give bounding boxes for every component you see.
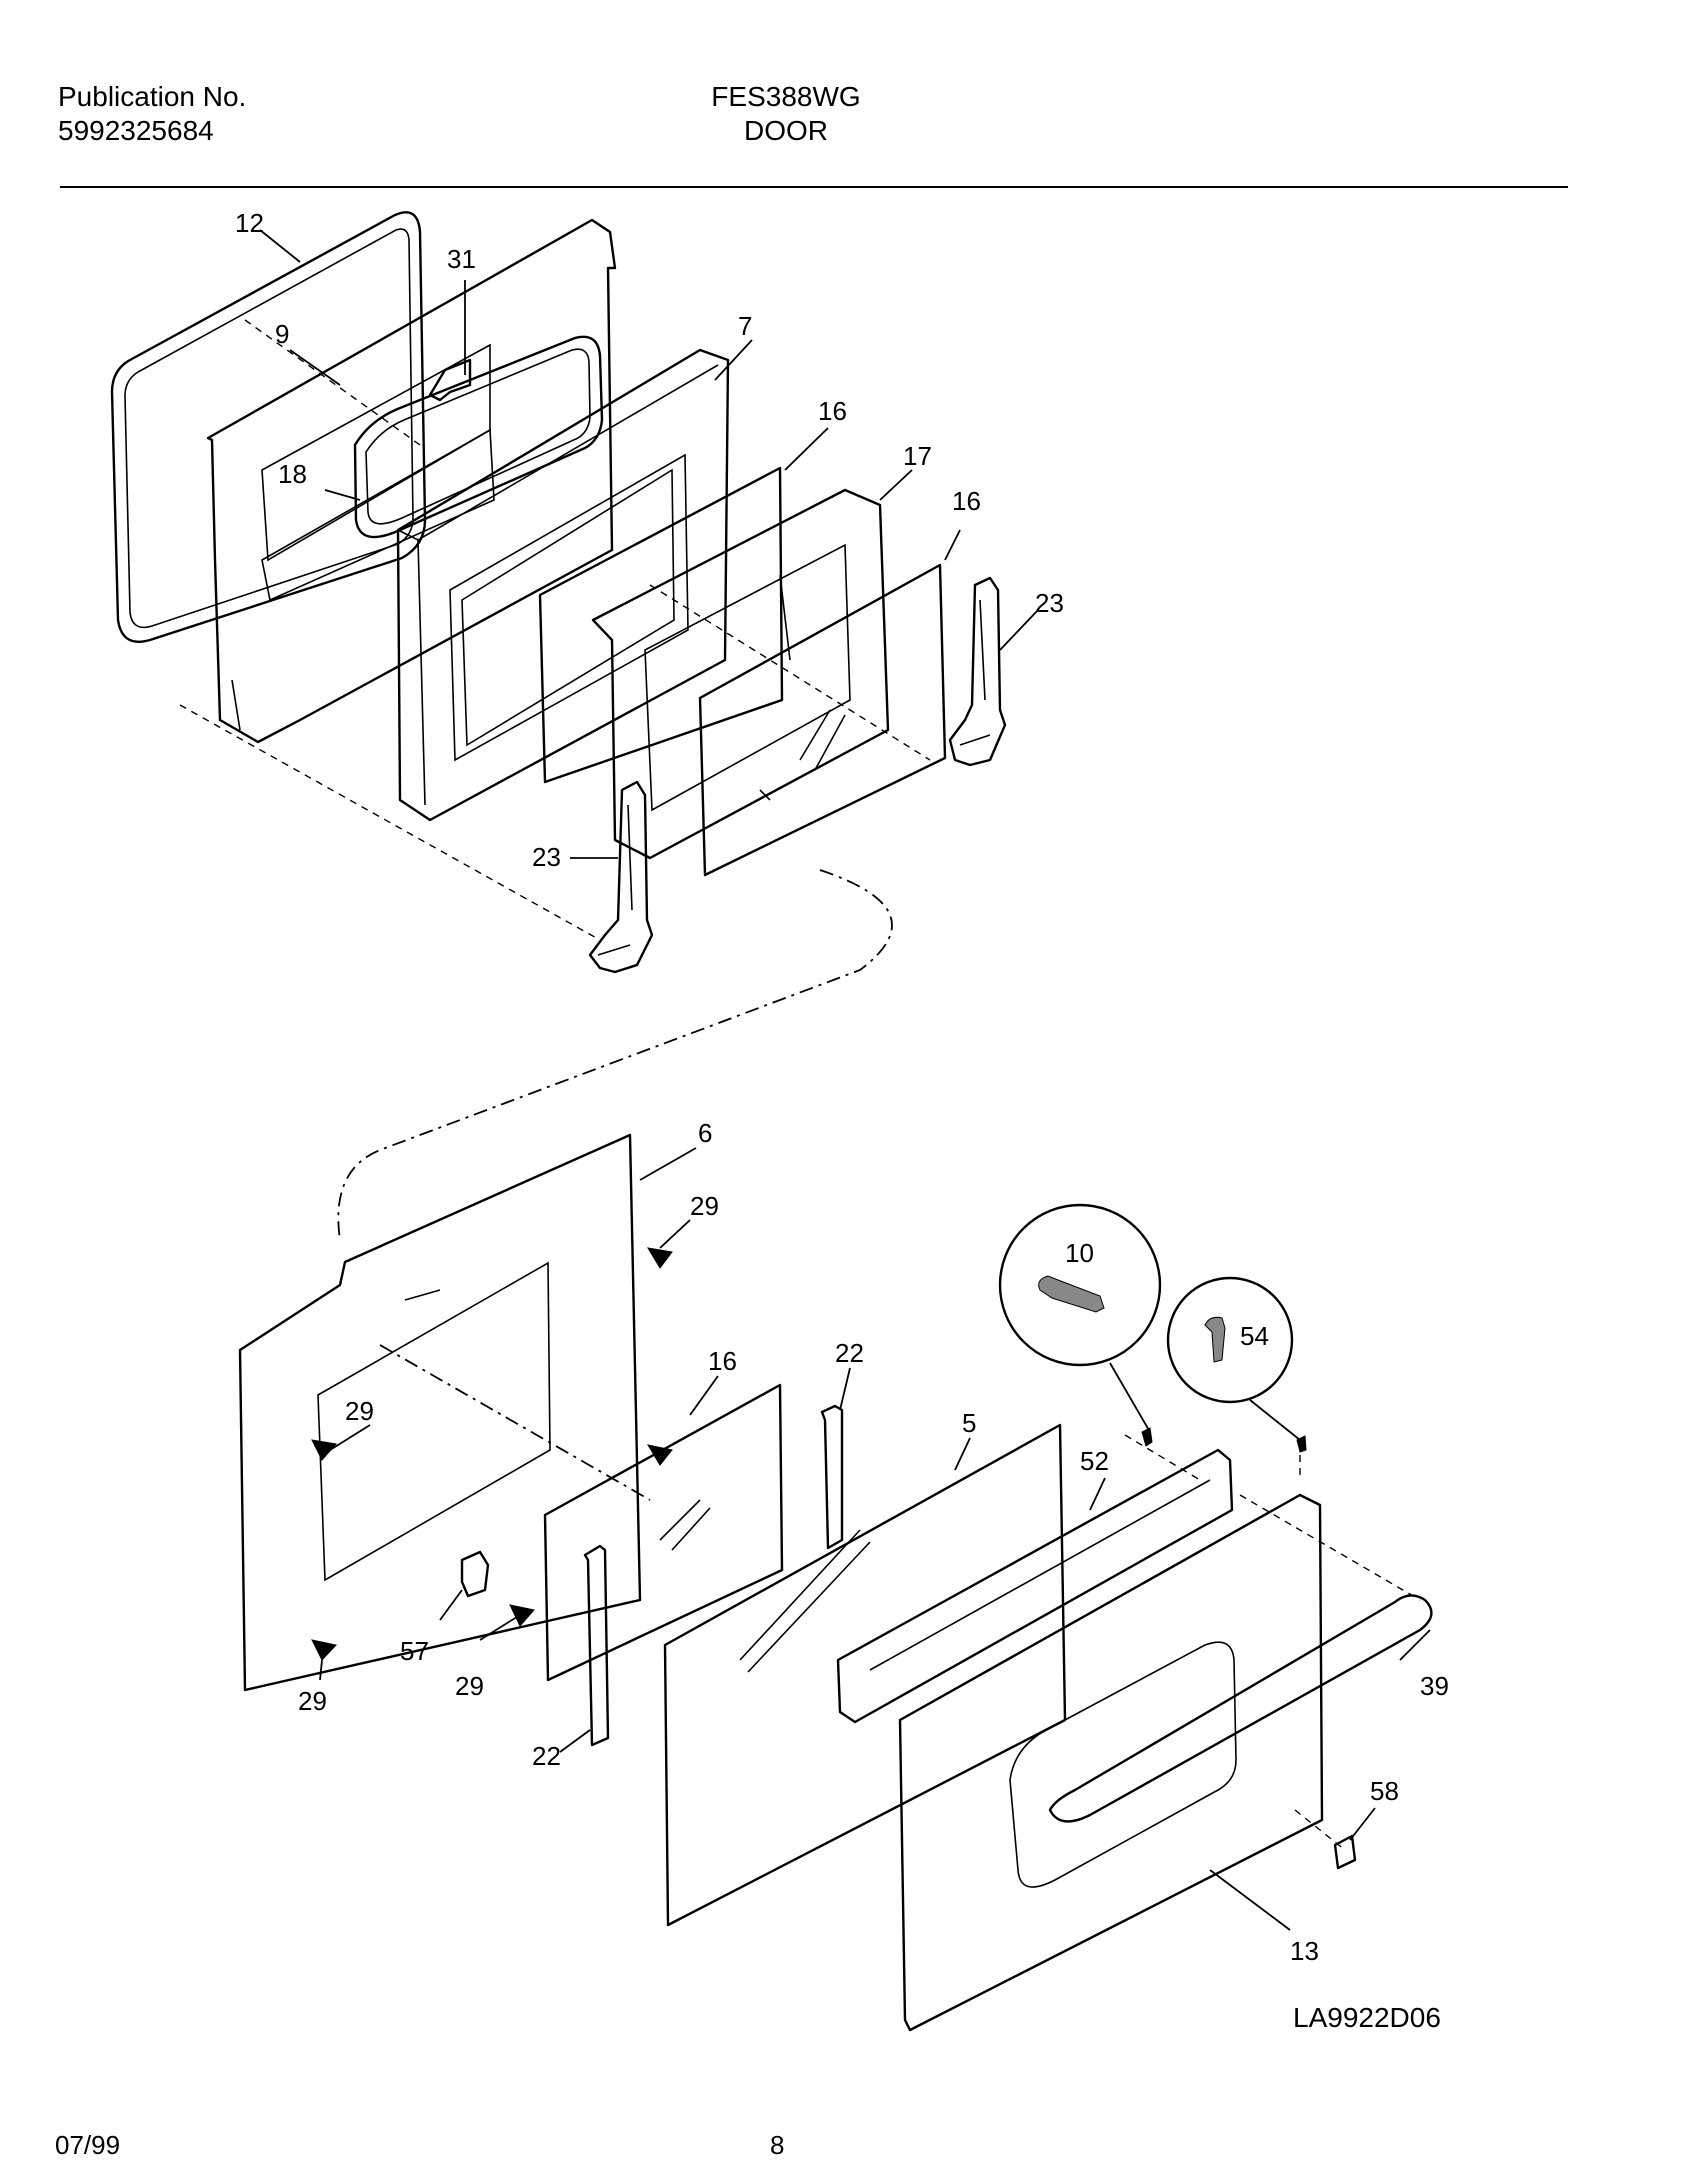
callout-16-upper-left: 16 [818,396,847,426]
part-16-glass-upper-left [538,466,784,784]
part-6-door-panel [238,1133,642,1692]
page-number: 8 [770,2130,785,2160]
callout-31: 31 [447,244,476,274]
part-16-glass-lower [543,1383,784,1682]
callout-54: 54 [1240,1321,1269,1351]
diagram-code: LA9922D06 [1293,2002,1441,2033]
publication-number: 5992325684 [58,115,214,146]
header-rule [60,186,1568,188]
part-9-door-liner [206,218,617,744]
callout-7: 7 [738,311,752,341]
part-31-bracket [428,358,472,402]
callout-52: 52 [1080,1446,1109,1476]
part-23-hinge-right [948,576,1007,767]
callout-29-bottom-right: 29 [455,1671,484,1701]
footer-date: 07/99 [55,2130,121,2160]
callout-23-left: 23 [532,842,561,872]
section-title: DOOR [744,115,828,146]
screw-small-1 [1141,1427,1153,1447]
part-10-screw-detail [998,1203,1162,1367]
callout-57: 57 [400,1636,429,1666]
part-16-glass-upper-right [698,563,947,877]
callout-5: 5 [962,1408,976,1438]
callout-17: 17 [903,441,932,471]
callout-23-right: 23 [1035,588,1064,618]
callout-29-top: 29 [690,1191,719,1221]
callout-18: 18 [278,459,307,489]
part-18-window-seal [353,335,604,539]
part-58-plate [1333,1834,1357,1870]
callout-13: 13 [1290,1936,1319,1966]
part-39-handle [1048,1594,1433,1823]
callout-29-left: 29 [345,1396,374,1426]
callout-22-right: 22 [835,1338,864,1368]
callout-39: 39 [1420,1671,1449,1701]
publication-block: Publication No. 5992325684 [58,80,246,148]
part-22-channel-right [820,1404,844,1550]
model-block: FES388WG DOOR [706,80,866,148]
callout-10: 10 [1065,1238,1094,1268]
part-7-door-frame [396,348,730,822]
callout-22-left: 22 [532,1741,561,1771]
part-17-glass-frame [591,488,890,860]
callout-16-upper-right: 16 [952,486,981,516]
part-29-clips [311,1247,673,1661]
part-57-block [460,1550,490,1598]
publication-label: Publication No. [58,81,247,112]
callout-58: 58 [1370,1776,1399,1806]
assembly-link-line [337,869,893,1241]
part-52-vent-channel [836,1448,1234,1724]
callout-16-lower: 16 [708,1346,737,1376]
part-12-gasket [110,211,427,643]
part-54-screw-detail [1166,1276,1294,1404]
part-22-channel-left [583,1544,610,1747]
part-23-hinge-left [588,780,654,974]
callout-12: 12 [235,208,264,238]
callout-29-bottom-left: 29 [298,1686,327,1716]
part-13-outer-door [898,1493,1324,2032]
callout-9: 9 [275,319,289,349]
callout-6: 6 [698,1118,712,1148]
model-number: FES388WG [711,81,861,112]
part-5-outer-glass [663,1423,1067,1927]
